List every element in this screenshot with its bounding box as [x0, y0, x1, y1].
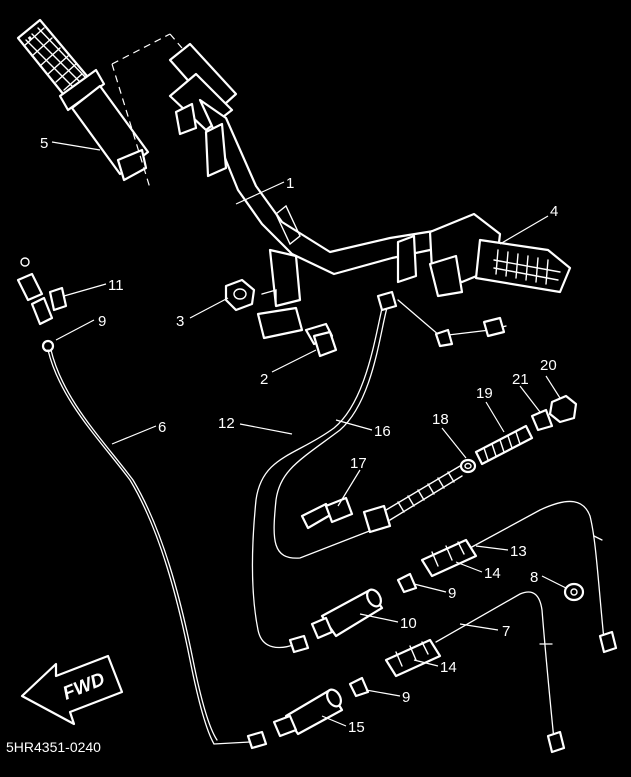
boot-part-15 [272, 688, 344, 738]
handlebar-part [198, 98, 476, 340]
callout-21: 21 [512, 371, 529, 388]
throttle-cables [251, 290, 507, 654]
sleeve-part-21 [530, 408, 554, 432]
callout-14-upper: 14 [484, 565, 501, 582]
grommet-part-8 [563, 582, 585, 602]
callout-11: 11 [108, 277, 124, 294]
forward-direction-arrow: FWD [20, 654, 124, 726]
drawing-code: 5HR4351-0240 [6, 739, 101, 755]
nut-part-18 [459, 458, 477, 474]
nut-part-3 [224, 278, 256, 312]
callout-1: 1 [286, 175, 294, 192]
callout-19: 19 [476, 385, 493, 402]
callout-16: 16 [374, 423, 391, 440]
callout-9-middle: 9 [448, 585, 456, 602]
cable-part-6 [47, 349, 251, 745]
grip-group-bracket [111, 33, 183, 189]
adjuster-body [362, 465, 463, 534]
callout-9-top: 9 [98, 313, 106, 330]
callout-14-lower: 14 [440, 659, 457, 676]
bolt-part-2 [304, 322, 338, 358]
callout-10: 10 [400, 615, 417, 632]
boot-part-10 [310, 588, 384, 640]
callout-5: 5 [40, 135, 48, 152]
nut-part-20 [548, 394, 578, 424]
callout-4: 4 [550, 203, 558, 220]
cable-end-upper-left [16, 257, 55, 353]
cap-part-9-lower [348, 676, 370, 698]
holder-part-14-lower [384, 638, 442, 678]
callout-2: 2 [260, 371, 268, 388]
clip-part-11 [48, 286, 68, 312]
cable-part-13 [469, 500, 609, 651]
left-grip-part [16, 18, 150, 182]
holder-part-14-upper [420, 538, 478, 578]
callout-6: 6 [158, 419, 166, 436]
callout-12: 12 [218, 415, 235, 432]
callout-7: 7 [502, 623, 510, 640]
callout-3: 3 [176, 313, 184, 330]
callout-9-bottom: 9 [402, 689, 410, 706]
cable-part-7 [435, 591, 555, 741]
adjuster-part-17 [300, 496, 354, 530]
throttle-grip-part [428, 212, 572, 298]
callout-8: 8 [530, 569, 538, 586]
callout-15: 15 [348, 719, 365, 736]
spring-part-19 [474, 424, 534, 466]
callout-labels: 1 2 3 4 5 6 7 8 9 9 9 10 11 12 13 14 14 … [40, 135, 558, 736]
callout-18: 18 [432, 411, 449, 428]
callout-13: 13 [510, 543, 527, 560]
callout-20: 20 [540, 357, 557, 374]
cap-part-9-upper [396, 572, 418, 594]
leader-lines [51, 141, 567, 727]
callout-17: 17 [350, 455, 367, 472]
